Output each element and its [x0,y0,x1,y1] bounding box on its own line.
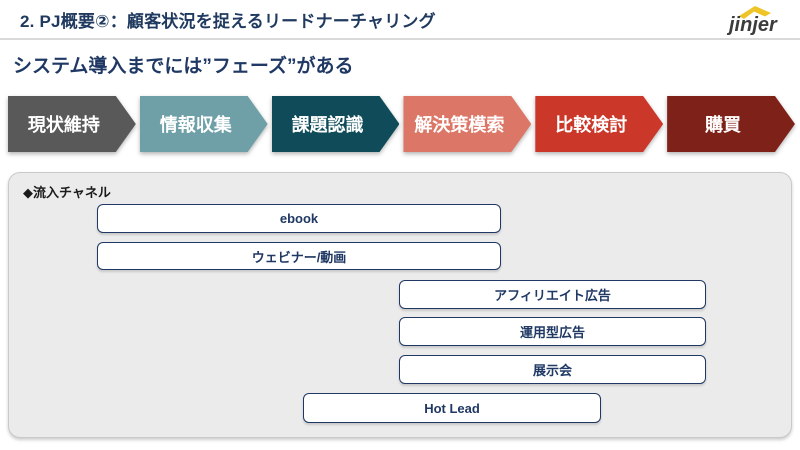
channel-bar-ebook: ebook [97,204,501,233]
phase-label: 比較検討 [535,96,663,152]
phase-chevron-purchase: 購買 [667,96,795,152]
phase-chevron-comparison: 比較検討 [535,96,663,152]
phase-label: 購買 [667,96,795,152]
channel-bar-hot-lead: Hot Lead [303,393,601,423]
inflow-channel-panel: ◆流入チャネル ebook ウェビナー/動画 アフィリエイト広告 運用型広告 展… [8,172,792,438]
phase-label: 情報収集 [140,96,268,152]
phase-label: 現状維持 [8,96,136,152]
phase-label: 解決策模索 [403,96,531,152]
phase-chevron-info-gathering: 情報収集 [140,96,268,152]
jinjer-logo-icon: jinjer [726,6,778,35]
panel-title: ◆流入チャネル [23,185,111,200]
phase-label: 課題認識 [272,96,400,152]
phase-chevron-problem-recognition: 課題認識 [272,96,400,152]
page-title: 2. PJ概要②：顧客状況を捉えるリードナーチャリング [20,11,436,31]
slide-subtitle: システム導入までには”フェーズ”がある [13,56,354,77]
phase-chevron-solution-search: 解決策模索 [403,96,531,152]
slide-header: 2. PJ概要②：顧客状況を捉えるリードナーチャリング jinjer [0,0,800,40]
logo-roof-shape [739,6,771,19]
channel-bar-webinar: ウェビナー/動画 [97,242,501,270]
phase-chevron-row: 現状維持 情報収集 課題認識 解決策模索 比較検討 購買 [8,96,795,152]
channel-bar-exhibition: 展示会 [399,355,706,384]
channel-bar-affiliate: アフィリエイト広告 [399,280,706,309]
logo-text: jinjer [726,14,778,35]
channel-bar-paid-ads: 運用型広告 [399,317,706,346]
phase-chevron-current-state: 現状維持 [8,96,136,152]
